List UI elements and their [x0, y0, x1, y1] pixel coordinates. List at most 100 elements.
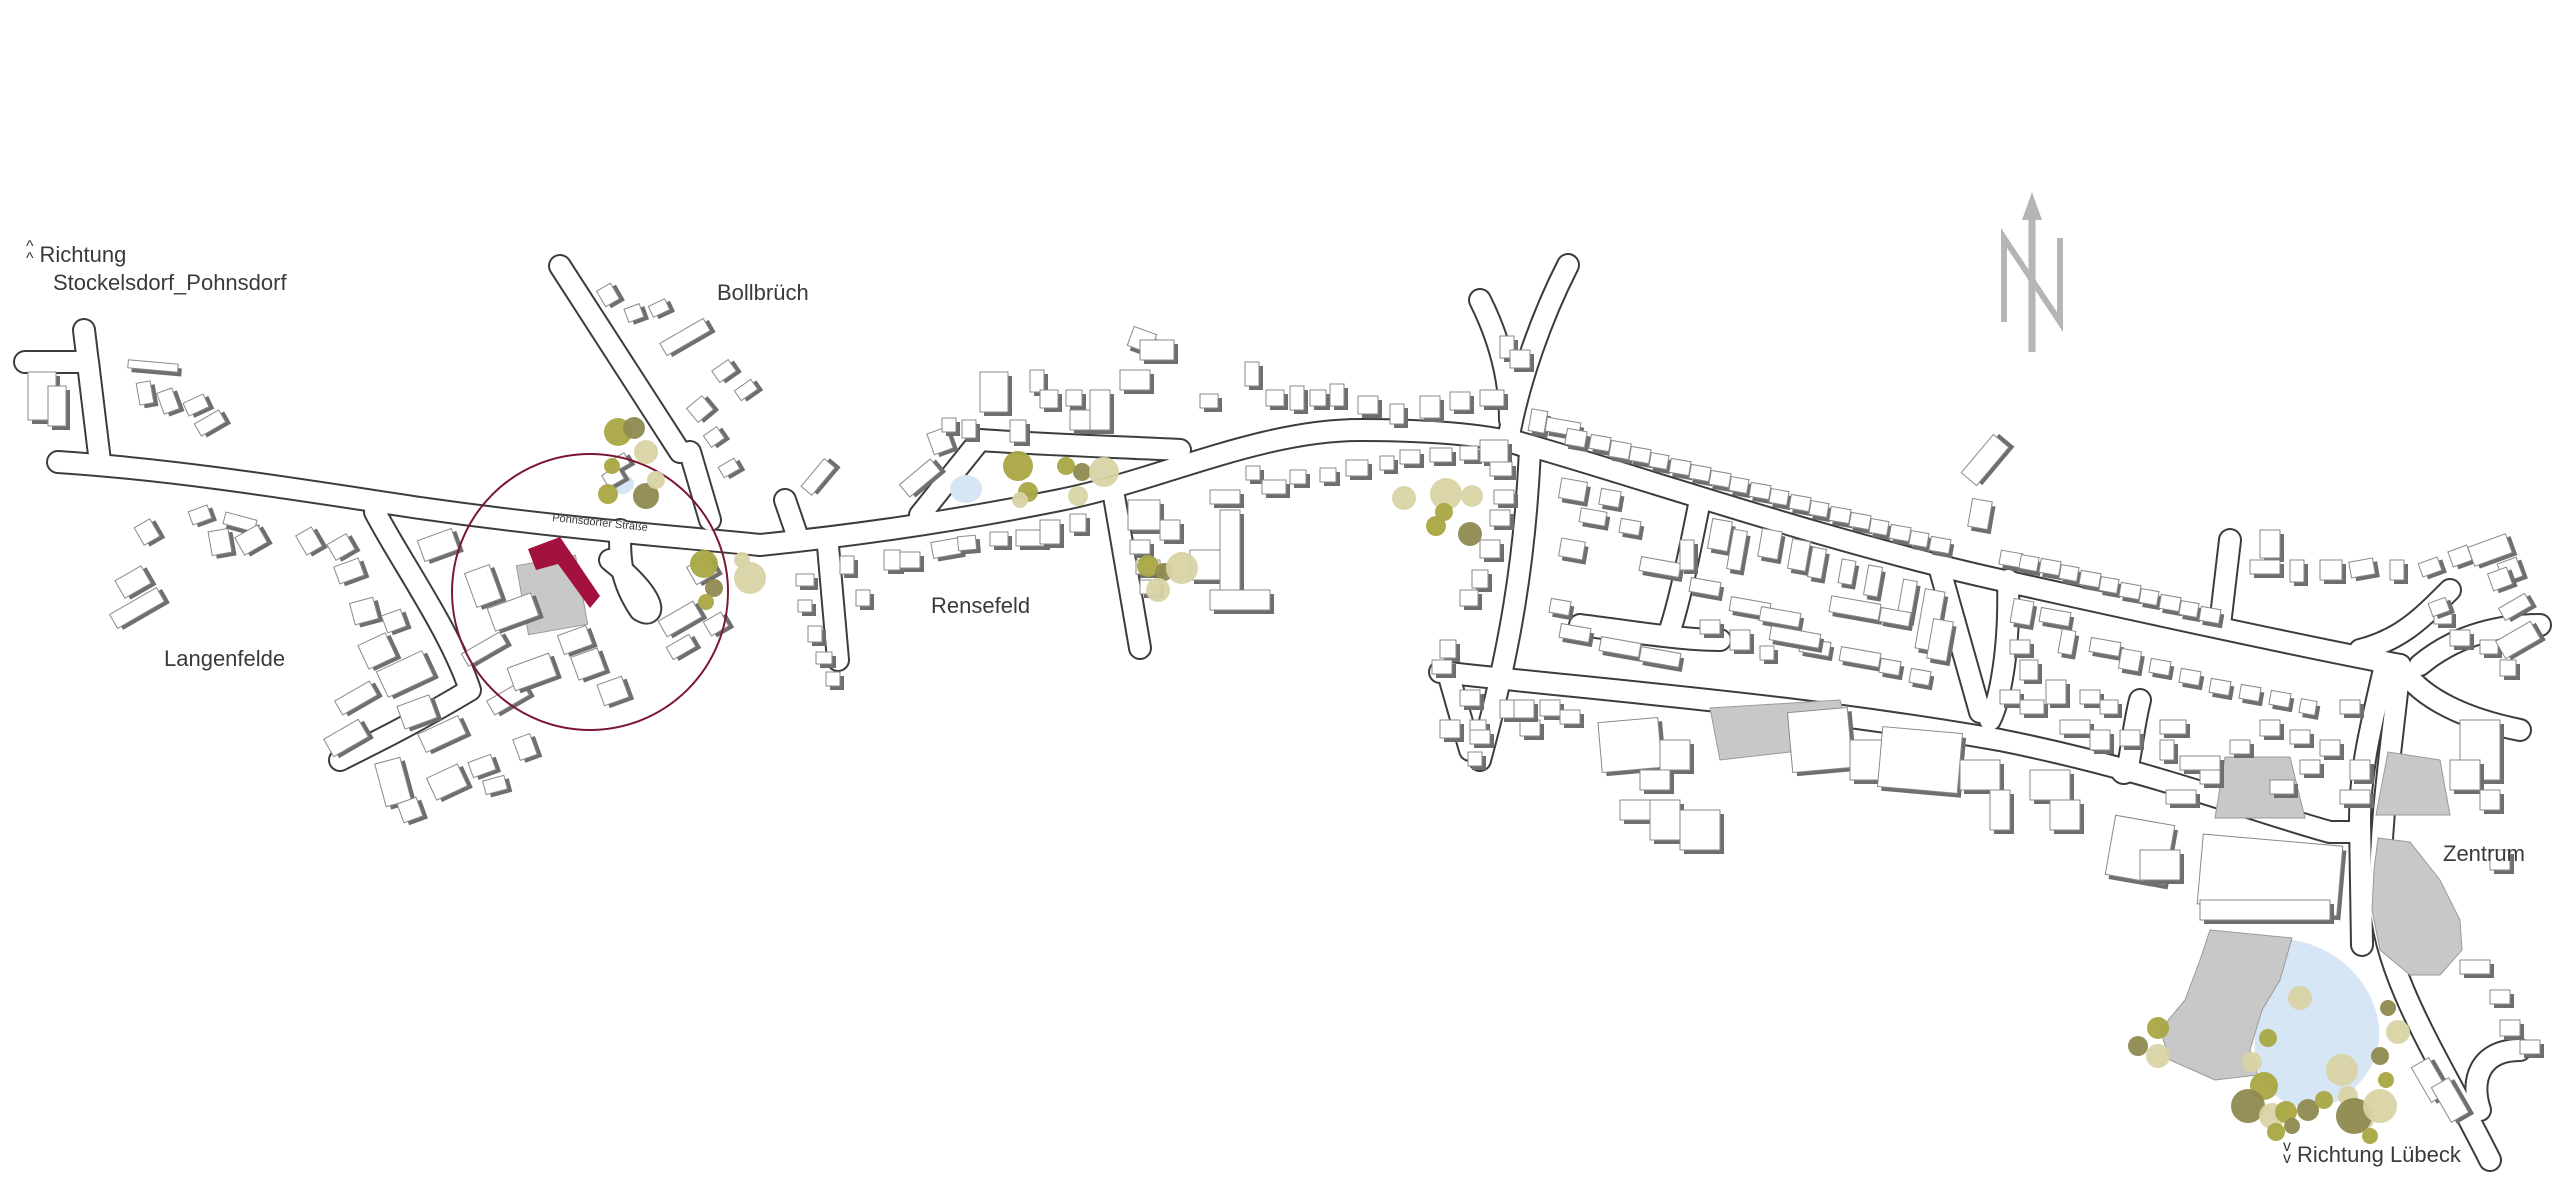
building-footprint [396, 694, 438, 730]
building-footprint [2049, 799, 2081, 831]
building [380, 608, 412, 636]
building-footprint [2029, 769, 2071, 801]
building-footprint [2449, 629, 2471, 647]
building-footprint [1469, 729, 1491, 745]
north-arrow-icon [2001, 192, 2063, 352]
building-footprint [1558, 537, 1586, 561]
building-footprint [807, 625, 823, 643]
building [2118, 581, 2145, 605]
building [417, 714, 472, 755]
building [463, 563, 507, 610]
building-footprint [1679, 539, 1695, 571]
building-footprint [326, 533, 356, 561]
tree [2146, 1044, 2170, 1068]
building [2198, 605, 2225, 629]
building-footprint [506, 652, 558, 692]
building [2158, 593, 2185, 617]
tree [1057, 457, 1075, 475]
building-footprint [989, 531, 1009, 547]
building [1564, 427, 1591, 453]
building [1989, 789, 2014, 834]
building-footprint [2198, 605, 2222, 625]
building-footprint [1848, 511, 1872, 531]
tree [1146, 578, 1170, 602]
building [1759, 645, 1778, 664]
building [1708, 469, 1735, 493]
building-footprint [659, 317, 711, 357]
building [1319, 467, 1340, 486]
building-footprint [1069, 409, 1091, 431]
building [2449, 759, 2484, 794]
building-footprint [647, 298, 671, 318]
building-footprint [2249, 559, 2281, 575]
building [207, 527, 237, 559]
building-footprint [1439, 719, 1461, 739]
building [2348, 557, 2380, 582]
building-footprint [1558, 622, 1592, 644]
building [1706, 517, 1736, 557]
building-footprint [665, 633, 697, 661]
building-footprint [1029, 369, 1045, 393]
building [2165, 789, 2200, 808]
building-footprint [1471, 569, 1489, 589]
tree [1392, 486, 1416, 510]
building-footprint [1759, 645, 1775, 661]
building-footprint [1649, 799, 1681, 841]
building [1261, 479, 1290, 498]
building-footprint [127, 359, 179, 373]
tree [1430, 478, 1462, 510]
building-footprint [1598, 487, 1622, 509]
building [1309, 389, 1330, 410]
building-footprint [956, 534, 978, 552]
building [956, 534, 981, 555]
tree [734, 552, 750, 568]
place-label-rensefeld: Rensefeld [931, 593, 1031, 618]
building-footprint [1838, 646, 1882, 668]
building [2019, 699, 2048, 718]
building [1389, 403, 1408, 428]
building-footprint [1489, 461, 1513, 477]
building [2229, 739, 2254, 758]
building [2119, 729, 2144, 750]
building [941, 417, 960, 436]
tree [2147, 1017, 2169, 1039]
trees [598, 417, 2410, 1144]
building [1209, 489, 1244, 508]
tree [633, 483, 659, 509]
building [1837, 558, 1860, 590]
building-footprint [1828, 505, 1852, 525]
building [1999, 689, 2024, 708]
building-footprint [1539, 699, 1561, 717]
tree [690, 550, 718, 578]
building [989, 531, 1012, 550]
tree [734, 562, 766, 594]
tree [1003, 451, 1033, 481]
tree [1073, 463, 1091, 481]
building [1289, 385, 1308, 414]
road-surface [48, 420, 1540, 555]
water-bodies [610, 474, 2380, 1109]
building [2178, 599, 2203, 623]
building [1808, 499, 1833, 523]
building [2339, 699, 2364, 718]
building-footprint [156, 387, 180, 415]
building [1828, 595, 1885, 625]
building-footprint [1219, 509, 1241, 591]
building-footprint [2489, 849, 2511, 871]
building [961, 419, 980, 442]
building-footprint [2319, 559, 2343, 581]
building [855, 589, 874, 610]
building [1878, 657, 1905, 681]
building-footprint [2268, 689, 2292, 709]
building [326, 533, 361, 562]
building-footprint [1431, 659, 1453, 675]
tree [2297, 1099, 2319, 1121]
building [127, 359, 182, 377]
building [1509, 349, 1534, 372]
building-footprint [2486, 566, 2514, 592]
building-footprint [1379, 455, 1395, 471]
road-surface [600, 520, 661, 623]
building [1960, 433, 2015, 487]
buildings [27, 282, 2546, 1124]
building-footprint [2138, 587, 2160, 607]
